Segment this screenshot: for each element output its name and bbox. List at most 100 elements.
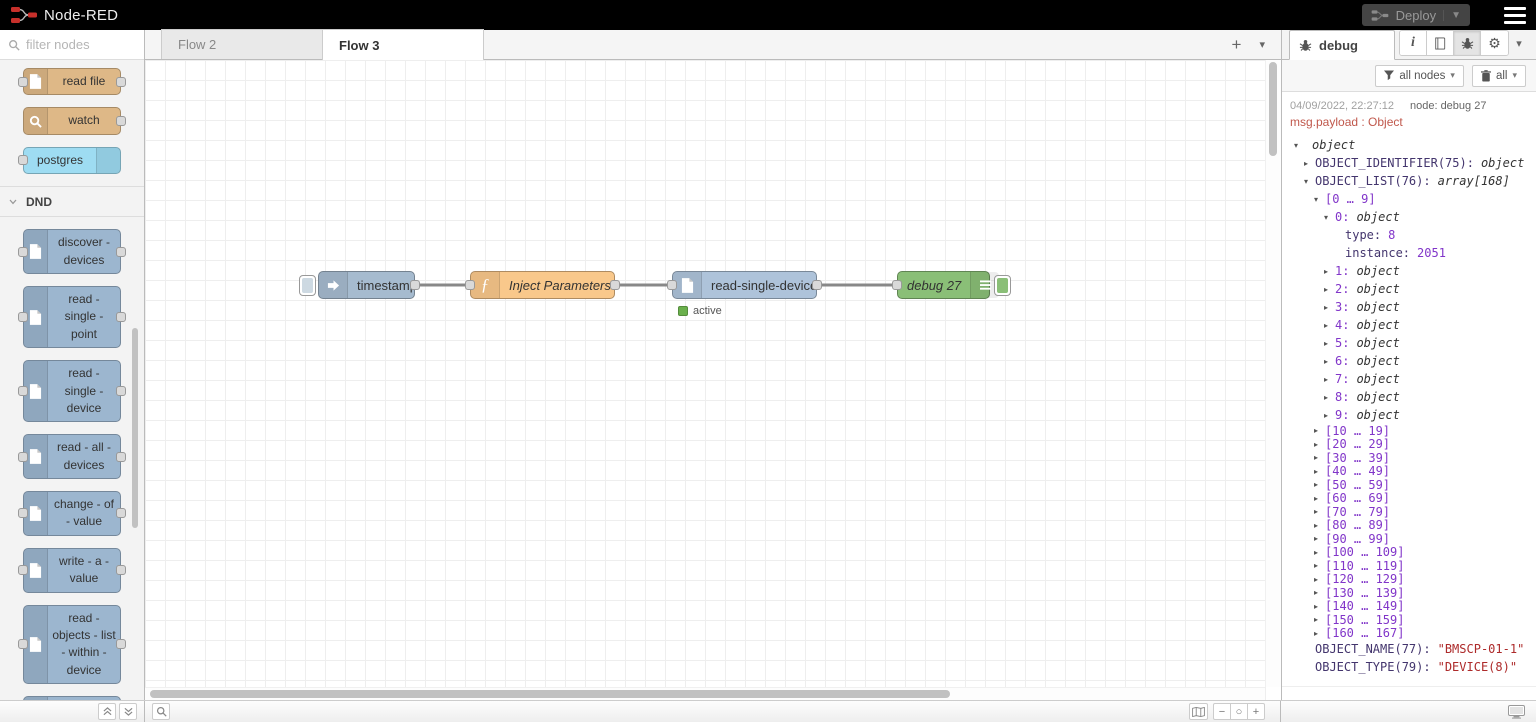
input-port[interactable] [18, 508, 28, 519]
sidebar-menu-caret-icon[interactable]: ▾ [1516, 37, 1522, 50]
tree-expand-arrow-icon[interactable]: ▸ [1314, 520, 1319, 530]
palette-node[interactable]: read - single - point [18, 285, 126, 349]
output-port[interactable] [812, 280, 822, 290]
output-port[interactable] [116, 565, 126, 576]
tree-expand-arrow-icon[interactable]: ▸ [1314, 466, 1319, 476]
tree-expand-arrow-icon[interactable]: ▸ [1324, 392, 1329, 402]
tree-expand-arrow-icon[interactable]: ▸ [1314, 574, 1319, 584]
tab-flow-3[interactable]: Flow 3 [322, 29, 484, 60]
tree-expand-arrow-icon[interactable]: ▸ [1314, 588, 1319, 598]
flow-list-caret-icon[interactable]: ▾ [1259, 38, 1265, 51]
tree-expand-arrow-icon[interactable]: ▸ [1324, 266, 1329, 276]
tree-expand-arrow-icon[interactable]: ▸ [1314, 453, 1319, 463]
canvas-hscroll-track[interactable] [145, 687, 1265, 700]
palette-scrollbar[interactable] [132, 328, 138, 528]
output-port[interactable] [116, 312, 126, 323]
tab-flow-2[interactable]: Flow 2 [161, 29, 323, 59]
tab-debug[interactable]: debug [1289, 30, 1395, 60]
tree-expand-arrow-icon[interactable]: ▸ [1314, 507, 1319, 517]
debug-node-button[interactable] [994, 275, 1011, 296]
output-port[interactable] [610, 280, 620, 290]
tree-collapse-arrow-icon[interactable]: ▾ [1324, 212, 1329, 222]
tree-expand-arrow-icon[interactable]: ▸ [1314, 561, 1319, 571]
input-port[interactable] [18, 155, 28, 166]
monitor-icon[interactable] [1508, 704, 1525, 719]
output-port[interactable] [116, 386, 126, 397]
output-port[interactable] [116, 451, 126, 462]
tree-expand-arrow-icon[interactable]: ▸ [1324, 410, 1329, 420]
input-port[interactable] [18, 76, 28, 87]
canvas-vscroll-thumb[interactable] [1269, 62, 1277, 156]
tree-collapse-arrow-icon[interactable]: ▾ [1304, 176, 1309, 186]
output-port[interactable] [116, 116, 126, 127]
tree-expand-arrow-icon[interactable]: ▸ [1324, 302, 1329, 312]
palette-node[interactable]: write - a - value [18, 547, 126, 593]
debug-clear-button[interactable]: all ▾ [1471, 64, 1526, 87]
deploy-button[interactable]: Deploy ▼ [1361, 4, 1470, 26]
canvas-search-button[interactable] [152, 703, 170, 720]
tree-expand-arrow-icon[interactable]: ▸ [1314, 480, 1319, 490]
add-flow-button[interactable]: + [1231, 34, 1242, 54]
input-port[interactable] [18, 386, 28, 397]
palette-node[interactable]: read - all - devices [18, 434, 126, 480]
tree-expand-arrow-icon[interactable]: ▸ [1324, 338, 1329, 348]
tree-expand-arrow-icon[interactable]: ▸ [1324, 356, 1329, 366]
palette-search[interactable]: filter nodes [0, 30, 144, 60]
palette-node[interactable]: read file [18, 68, 126, 96]
palette-node[interactable]: watch [23, 107, 126, 135]
zoom-in-button[interactable]: + [1247, 703, 1265, 720]
output-port[interactable] [116, 639, 126, 650]
tree-expand-arrow-icon[interactable]: ▸ [1314, 439, 1319, 449]
input-port[interactable] [18, 246, 28, 257]
palette-category-dnd[interactable]: DND [0, 186, 144, 218]
tree-expand-arrow-icon[interactable]: ▸ [1324, 320, 1329, 330]
input-port[interactable] [667, 280, 677, 290]
input-port[interactable] [465, 280, 475, 290]
tree-expand-arrow-icon[interactable]: ▸ [1314, 426, 1319, 436]
output-port[interactable] [116, 508, 126, 519]
palette-node[interactable]: read - objects - list - within - device [18, 604, 126, 685]
expand-all-button[interactable] [119, 703, 137, 720]
debug-filter-button[interactable]: all nodes ▾ [1375, 64, 1464, 87]
tree-expand-arrow-icon[interactable]: ▸ [1324, 284, 1329, 294]
input-port[interactable] [18, 639, 28, 650]
tree-expand-arrow-icon[interactable]: ▸ [1304, 158, 1309, 168]
canvas-vscroll-track[interactable] [1265, 60, 1281, 687]
zoom-out-button[interactable]: − [1213, 703, 1231, 720]
inject-node-button[interactable] [299, 275, 316, 296]
tree-expand-arrow-icon[interactable]: ▸ [1324, 374, 1329, 384]
palette-node[interactable]: read - single - device [18, 360, 126, 423]
tree-expand-arrow-icon[interactable]: ▸ [1314, 493, 1319, 503]
tree-expand-arrow-icon[interactable]: ▸ [1314, 615, 1319, 625]
book-button[interactable] [1427, 31, 1454, 55]
input-port[interactable] [892, 280, 902, 290]
info-button[interactable]: i [1400, 31, 1427, 55]
bug-button[interactable] [1454, 31, 1481, 55]
collapse-all-button[interactable] [98, 703, 116, 720]
flow-node-debug[interactable]: debug 27 [892, 271, 1011, 299]
input-port[interactable] [18, 312, 28, 323]
flow-node-inject[interactable]: timestamp [299, 271, 420, 299]
palette-node[interactable]: postgres [18, 146, 121, 175]
tree-expand-arrow-icon[interactable]: ▸ [1314, 628, 1319, 638]
input-port[interactable] [18, 565, 28, 576]
input-port[interactable] [18, 451, 28, 462]
navigator-button[interactable] [1189, 703, 1208, 720]
palette-node[interactable]: read - object - properties [23, 696, 121, 700]
gear-button[interactable]: ⚙ [1481, 31, 1508, 55]
canvas-hscroll-thumb[interactable] [150, 690, 950, 698]
tree-expand-arrow-icon[interactable]: ▸ [1314, 601, 1319, 611]
deploy-caret-icon[interactable]: ▼ [1443, 9, 1461, 21]
output-port[interactable] [410, 280, 420, 290]
zoom-reset-button[interactable]: ○ [1230, 703, 1248, 720]
palette-node[interactable]: change - of - value [18, 491, 126, 536]
main-menu-button[interactable] [1504, 6, 1526, 24]
output-port[interactable] [116, 76, 126, 87]
tree-expand-arrow-icon[interactable]: ▸ [1314, 547, 1319, 557]
output-port[interactable] [116, 246, 126, 257]
tree-collapse-arrow-icon[interactable]: ▾ [1314, 194, 1319, 204]
tree-expand-arrow-icon[interactable]: ▸ [1314, 534, 1319, 544]
